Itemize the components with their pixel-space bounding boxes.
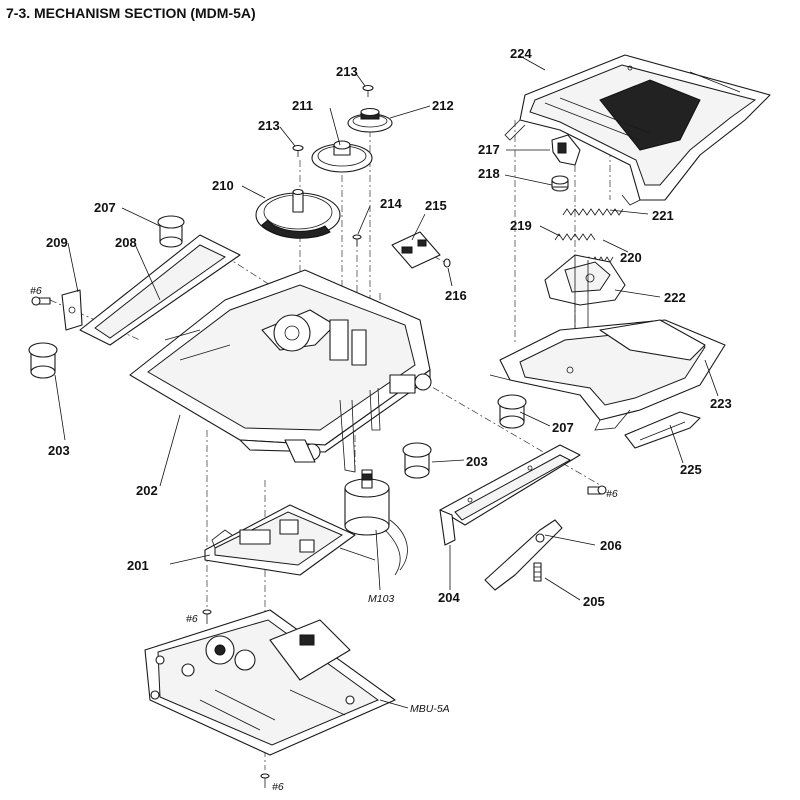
label-224: 224 [510,46,532,61]
part-221-spring [562,208,624,216]
label-213-left: 213 [258,118,280,133]
part-202-chassis [129,269,432,473]
label-203-left: 203 [48,443,70,458]
label-206: 206 [600,538,622,553]
label-screw-base-top: #6 [186,613,198,625]
label-screw-right: #6 [606,488,618,500]
label-220: 220 [620,250,642,265]
part-219-spring [554,233,596,241]
screw-right [587,485,607,495]
screw-base-top [202,609,212,624]
part-labels: 213 211 212 213 210 207 208 209 214 215 … [30,46,732,793]
label-215: 215 [425,198,447,213]
part-225-link [624,411,701,449]
part-204-slide-rail [439,444,581,546]
label-207-top: 207 [94,200,116,215]
part-213-washer-a [292,144,304,157]
part-206-lever [484,519,563,591]
label-216: 216 [445,288,467,303]
part-207-insulator-right [497,394,527,429]
label-214: 214 [380,196,402,211]
label-203-center: 203 [466,454,488,469]
label-211: 211 [292,98,313,113]
part-203-insulator-left [28,342,58,379]
label-217: 217 [478,142,500,157]
label-223: 223 [710,396,732,411]
label-204: 204 [438,590,460,605]
label-219: 219 [510,218,532,233]
label-225: 225 [680,462,702,477]
label-207-right: 207 [552,420,574,435]
part-205-spring [533,562,542,582]
part-207-insulator-top [157,215,185,248]
part-212-gear [347,107,393,133]
part-223-slider-plate [489,319,726,431]
label-m103: M103 [368,593,394,605]
motor-m103 [344,469,408,576]
section-title: 7-3. MECHANISM SECTION (MDM-5A) [6,5,256,21]
part-213-washer-b [362,84,374,97]
label-210: 210 [212,178,234,193]
part-214-pin [352,234,362,246]
label-213-top: 213 [336,64,358,79]
part-224-top-cover [504,54,771,206]
mbu-5a-base-unit [144,609,396,756]
part-208-rail [79,234,241,346]
leader-lines [54,55,719,709]
label-201: 201 [127,558,149,573]
label-205: 205 [583,594,605,609]
label-screw-base-bottom: #6 [272,781,284,793]
label-202: 202 [136,483,158,498]
part-203-insulator-center [402,442,432,479]
part-209-bracket [61,289,83,331]
screw-base-bottom [260,773,270,788]
label-212: 212 [432,98,454,113]
label-218: 218 [478,166,500,181]
label-mbu-5a: MBU-5A [410,703,450,715]
part-217-bracket [551,134,581,166]
part-218-collar [551,175,569,192]
part-222-lever-assembly [544,254,626,350]
label-221: 221 [652,208,674,223]
part-210-gear [255,188,341,239]
label-222: 222 [664,290,686,305]
label-screw-left: #6 [30,285,42,297]
part-216-clip [443,258,451,268]
part-215-switch [391,231,441,269]
label-208: 208 [115,235,137,250]
screw-left [31,296,51,306]
part-201-pcb [204,504,376,576]
part-211-gear [311,140,373,173]
label-209: 209 [46,235,68,250]
